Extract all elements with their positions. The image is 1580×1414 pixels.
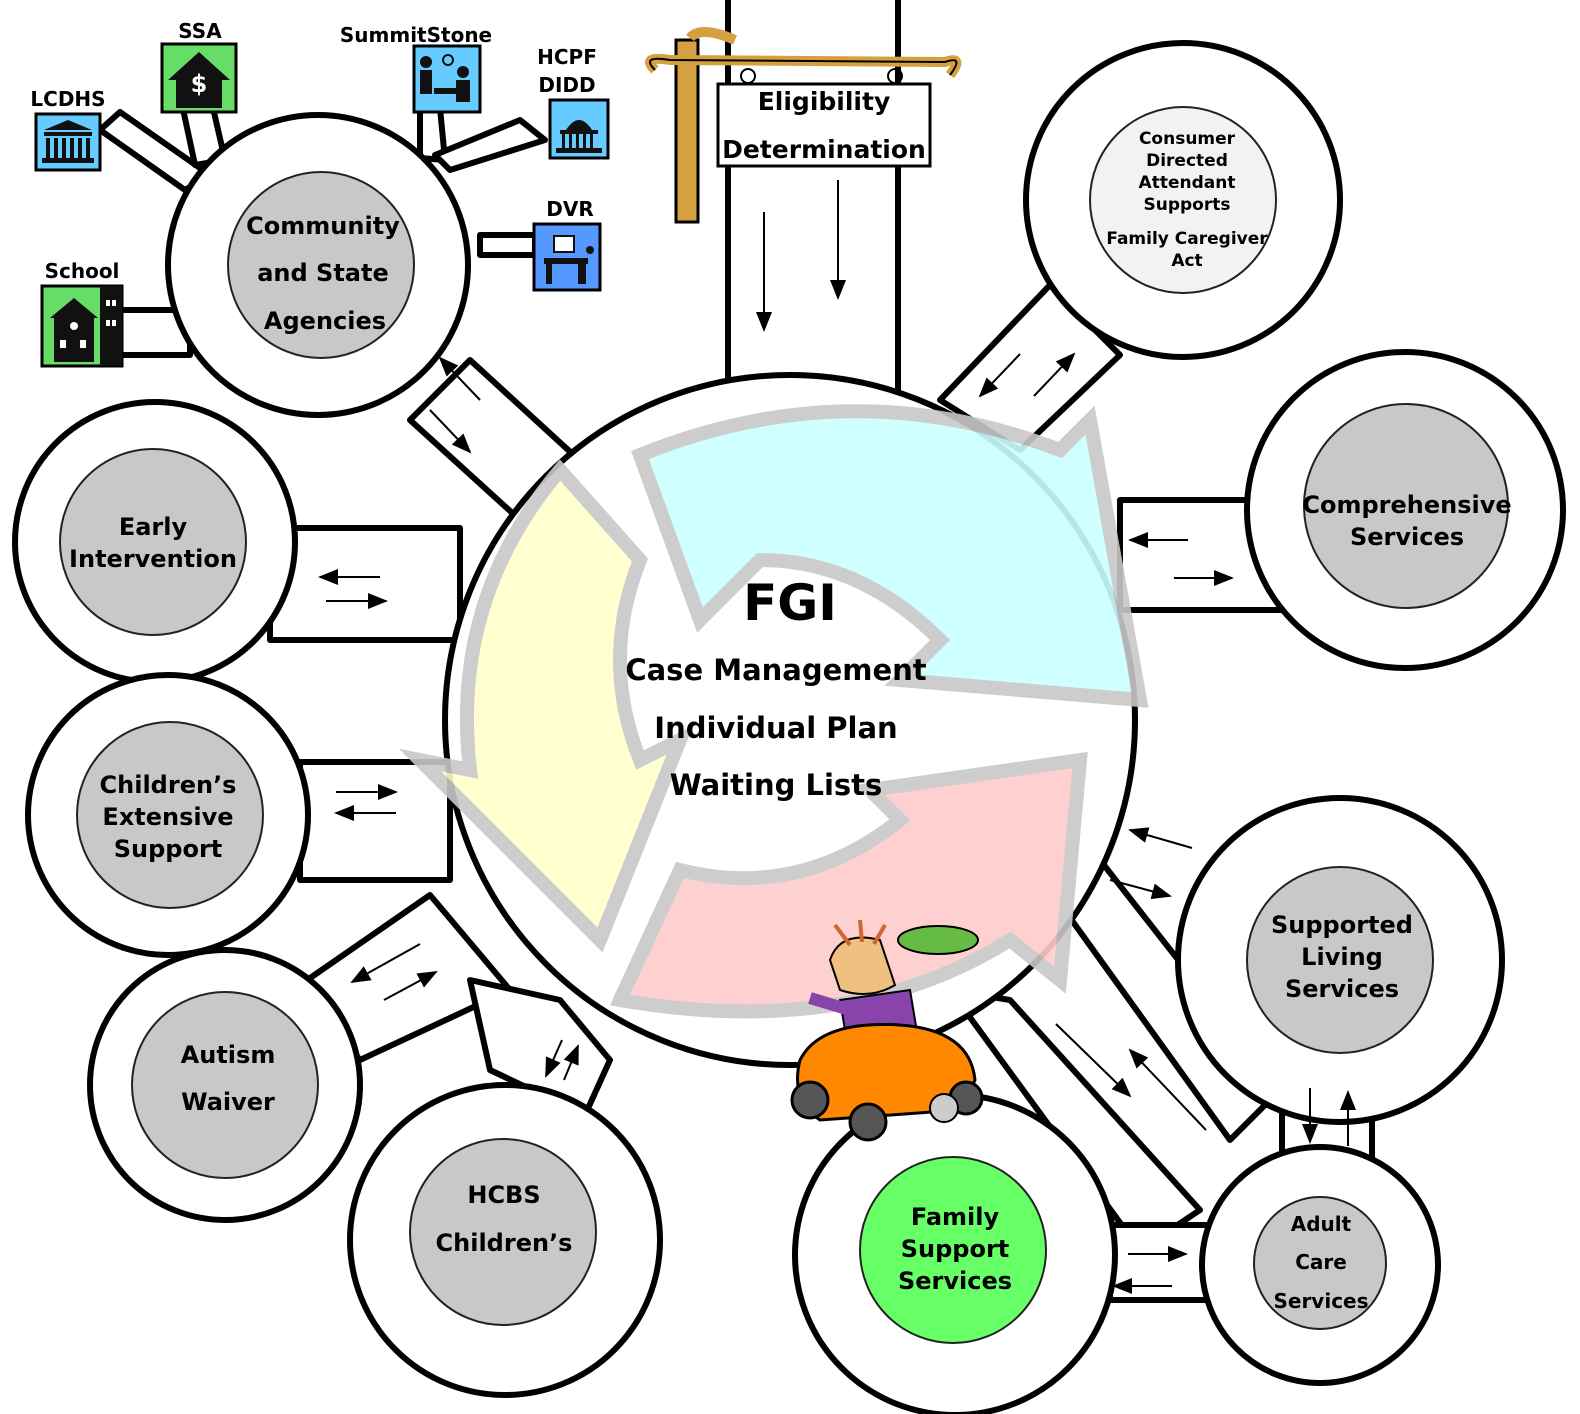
arrow-hub-out — [438, 356, 481, 401]
caregiver-label-1: Family Caregiver — [1106, 229, 1268, 249]
hcpf-label: HCPF — [537, 45, 597, 69]
early-label-2: Intervention — [69, 545, 237, 573]
supported-label-2: Living — [1301, 943, 1383, 971]
center-line-individual-plan: Individual Plan — [654, 711, 897, 745]
autism-label-1: Autism — [181, 1041, 276, 1069]
hcbs-childrens-node[interactable] — [409, 1138, 597, 1326]
road-eligibility — [725, 0, 901, 413]
adult-label-2: Care — [1295, 1250, 1347, 1274]
consumer-directed-node[interactable] — [1089, 106, 1277, 294]
cycle-arrow-yellow — [398, 459, 694, 953]
arrow-supported-in — [1109, 879, 1172, 900]
supported-label-3: Services — [1285, 975, 1399, 1003]
car-driver-icon — [790, 919, 984, 1142]
svg-text:$: $ — [191, 70, 208, 98]
early-intervention-node[interactable] — [59, 448, 247, 636]
hub-label-2: and State — [257, 259, 389, 287]
hub-label-3: Agencies — [264, 307, 386, 335]
autism-waiver-node[interactable] — [131, 991, 319, 1179]
dvr-label: DVR — [546, 197, 593, 221]
childrens-label-3: Support — [114, 835, 223, 863]
arrow-hcbs-in — [563, 1044, 579, 1081]
supported-label-1: Supported — [1271, 911, 1413, 939]
early-label-1: Early — [119, 513, 188, 541]
school-label: School — [45, 259, 120, 283]
ssa-icon[interactable]: $ — [160, 42, 238, 114]
consumer-label-4: Supports — [1144, 195, 1231, 215]
hcbs-label-1: HCBS — [467, 1181, 540, 1209]
arrow-hub-in — [429, 409, 472, 454]
cycle-arrow-cyan — [631, 404, 1149, 708]
family-label-1: Family — [911, 1203, 1000, 1231]
arrow-autism-in — [383, 971, 438, 1001]
family-label-2: Support — [901, 1235, 1010, 1263]
consumer-label-2: Directed — [1146, 151, 1228, 171]
dvr-office-icon[interactable] — [532, 222, 602, 292]
center-line-waiting-lists: Waiting Lists — [670, 768, 883, 802]
comprehensive-label-2: Services — [1350, 523, 1464, 551]
lcdhs-label: LCDHS — [30, 87, 105, 111]
road-childrens — [297, 759, 453, 883]
lcdhs-building-icon[interactable] — [34, 112, 102, 172]
arrow-family-in — [1128, 1048, 1207, 1131]
road-early — [267, 525, 463, 643]
adult-care-node[interactable] — [1253, 1196, 1387, 1330]
adult-label-3: Services — [1273, 1289, 1368, 1313]
childrens-extensive-node[interactable] — [76, 721, 264, 909]
arrow-autism-out — [350, 943, 421, 983]
school-icon[interactable] — [40, 284, 124, 368]
didd-label: DIDD — [538, 73, 595, 97]
family-support-node[interactable] — [859, 1156, 1047, 1344]
sign-post — [674, 38, 700, 224]
driver-head — [828, 936, 897, 995]
flow-arrows — [318, 180, 1356, 1294]
consumer-label-1: Consumer — [1139, 129, 1236, 149]
comprehensive-node[interactable] — [1303, 403, 1509, 609]
sign-line-eligibility: Eligibility — [758, 87, 891, 116]
road-hcpf — [432, 117, 548, 173]
eligibility-signpost — [645, 27, 962, 224]
arrow-consumer-in — [1033, 352, 1076, 397]
arrow-hcbs-out — [545, 1039, 563, 1078]
family-label-3: Services — [898, 1267, 1012, 1295]
capitol-icon[interactable] — [548, 98, 610, 160]
consumer-label-3: Attendant — [1139, 173, 1236, 193]
road-hcbs — [467, 977, 613, 1118]
childrens-label-1: Children’s — [100, 771, 237, 799]
center-line-case-management: Case Management — [625, 653, 926, 687]
hcbs-label-2: Children’s — [436, 1229, 573, 1257]
supported-living-node[interactable] — [1246, 866, 1434, 1054]
arrow-family-out — [1055, 1023, 1132, 1098]
road-dvr — [477, 232, 538, 258]
summitstone-icon[interactable] — [412, 44, 482, 114]
center-title: FGI — [743, 574, 837, 632]
comprehensive-label-1: Comprehensive — [1302, 491, 1511, 519]
adult-label-1: Adult — [1291, 1212, 1352, 1236]
sign-line-determination: Determination — [722, 135, 926, 164]
autism-label-2: Waiver — [181, 1088, 275, 1116]
sign-board — [716, 82, 932, 168]
ssa-label: SSA — [178, 19, 222, 43]
arrow-consumer-out — [978, 353, 1021, 398]
arrow-supported-out — [1128, 827, 1193, 849]
hub-node[interactable] — [227, 171, 415, 359]
summitstone-label: SummitStone — [340, 23, 492, 47]
flying-hat — [897, 925, 979, 955]
hub-label-1: Community — [246, 212, 400, 240]
caregiver-label-2: Act — [1171, 251, 1202, 271]
childrens-label-2: Extensive — [102, 803, 233, 831]
